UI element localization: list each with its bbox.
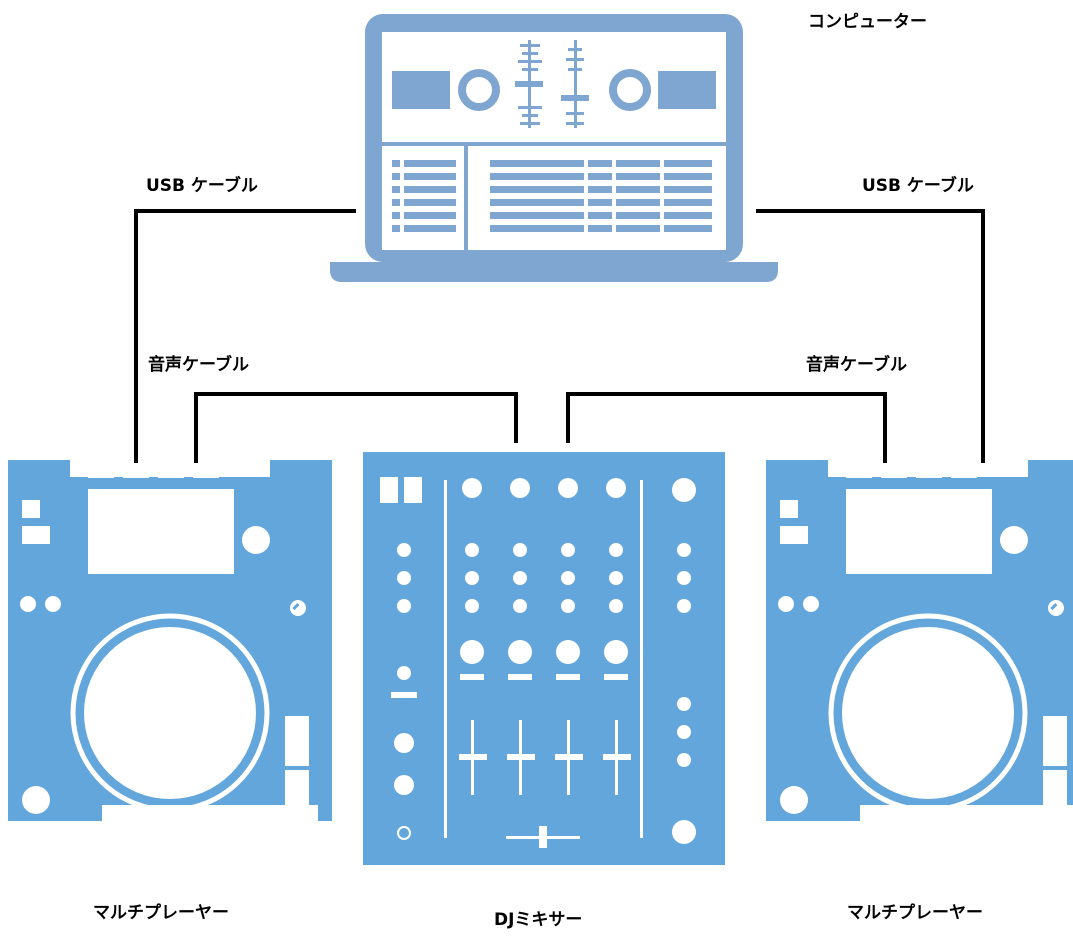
computer-label: コンピューター (808, 12, 927, 32)
usb-cable-right-label: USB ケーブル (862, 175, 974, 196)
dj-mixer-label: DJミキサー (494, 910, 582, 930)
cables (134, 209, 985, 463)
dj-mixer-icon (363, 452, 725, 865)
audio-cable-right-label: 音声ケーブル (806, 354, 907, 375)
usb-cable-left (134, 209, 356, 463)
audio-cable-right (566, 392, 887, 463)
usb-cable-right (756, 209, 985, 463)
audio-cable-left (194, 392, 518, 463)
laptop-icon (330, 14, 778, 282)
usb-cable-left-label: USB ケーブル (146, 175, 258, 196)
multi-player-right-label: マルチプレーヤー (847, 902, 983, 923)
multi-player-right-icon (766, 460, 1073, 850)
audio-cable-left-label: 音声ケーブル (148, 354, 249, 375)
multi-player-left-icon (8, 460, 332, 850)
multi-player-left-label: マルチプレーヤー (93, 902, 229, 923)
